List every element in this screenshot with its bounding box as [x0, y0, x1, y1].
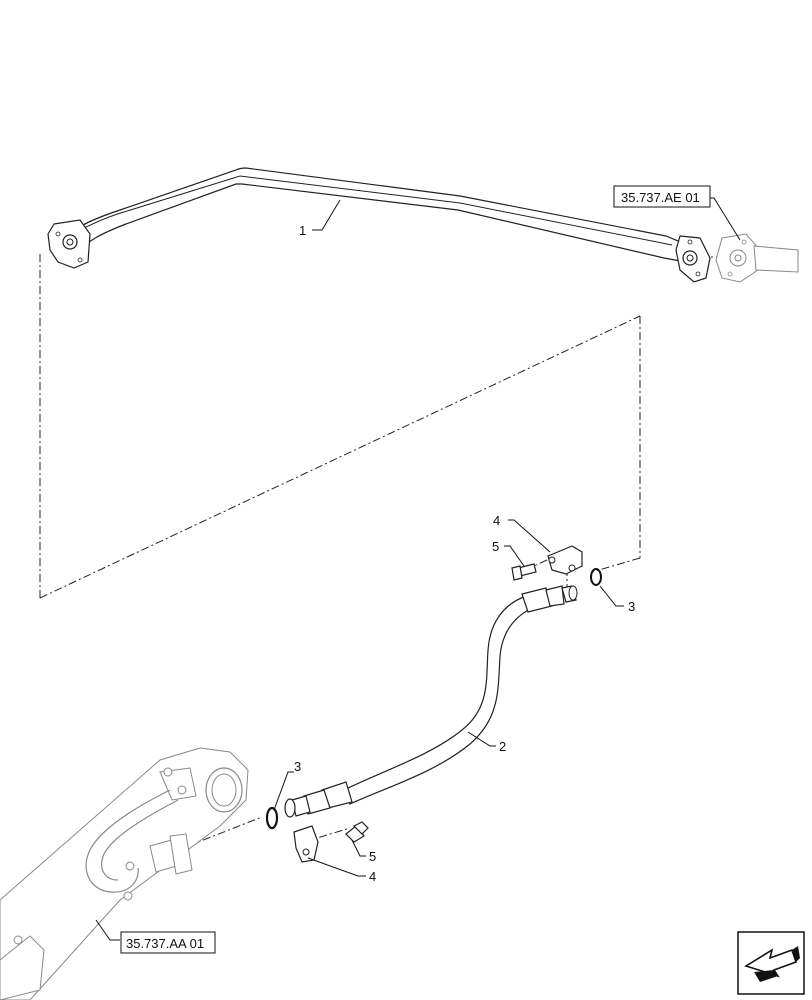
callout-3-upper: 3 — [628, 599, 635, 614]
callout-5-lower: 5 — [369, 849, 376, 864]
mating-flange-ghost — [715, 233, 799, 283]
flexible-hose-part-2 — [284, 585, 578, 818]
arrow-previous-icon[interactable] — [737, 931, 805, 995]
callout-4-upper: 4 — [493, 513, 500, 528]
clamp-half-upper — [547, 545, 583, 575]
reference-box-bottom[interactable]: 35.737.AA 01 — [120, 931, 216, 954]
clamp-half-lower — [293, 825, 319, 863]
assembly-lines — [39, 254, 740, 847]
right-flange — [675, 235, 711, 283]
callout-3-lower: 3 — [294, 759, 301, 774]
callout-1: 1 — [299, 223, 306, 238]
hose-lower-fitting — [284, 781, 353, 818]
callout-5-upper: 5 — [492, 539, 499, 554]
hose-upper-fitting — [521, 585, 578, 613]
rigid-tube-part-1 — [47, 167, 711, 283]
reference-label-bottom[interactable]: 35.737.AA 01 — [126, 936, 204, 951]
o-ring-upper — [590, 568, 602, 586]
cylinder-ghost — [0, 747, 249, 1000]
callout-2: 2 — [499, 739, 506, 754]
callout-4-lower: 4 — [369, 869, 376, 884]
reference-box-top[interactable]: 35.737.AE 01 — [613, 185, 711, 208]
bolt-lower — [345, 821, 369, 843]
o-ring-lower — [265, 806, 279, 830]
callouts: 1 2 3 3 4 4 5 5 — [294, 223, 635, 884]
left-flange — [47, 219, 91, 269]
bolt-upper — [511, 563, 537, 581]
reference-label-top[interactable]: 35.737.AE 01 — [621, 190, 700, 205]
leader-lines — [95, 197, 741, 941]
